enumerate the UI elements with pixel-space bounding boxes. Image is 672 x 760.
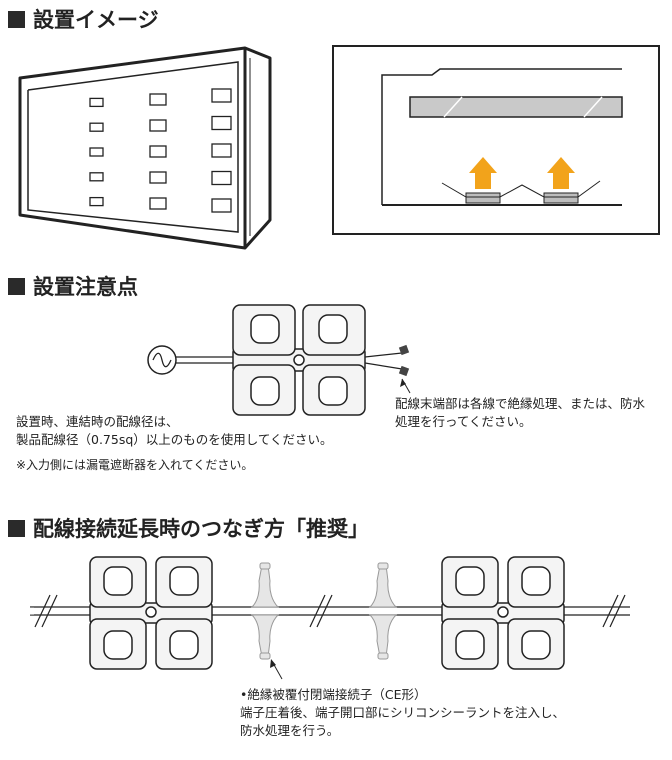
breaker-note: ※入力側には漏電遮断器を入れてください。 [16,458,254,472]
wire-end-note: 配線末端部は各線で絶縁処理、または、防水 処理を行ってください。 [395,395,645,431]
led-module-mark [211,88,232,103]
led-module-mark [211,143,232,158]
wiring-precaution-diagram [147,304,411,416]
led-module-mark [89,172,104,182]
led-module-mark [211,115,232,131]
wiring-gauge-note: 設置時、連結時の配線径は、 製品配線径（0.75sq）以上のものを使用してくださ… [16,413,333,449]
extension-wiring-diagram [30,556,630,680]
square-bullet-icon [8,10,25,28]
cross-section-illustration [332,45,660,235]
led-module-mark [149,93,167,106]
led-module-mark [149,119,167,132]
section-heading-install-image: 設置イメージ [8,4,159,34]
note-line: 配線末端部は各線で絶縁処理、または、防水 [395,396,646,411]
sign-box-illustration [18,46,272,250]
square-bullet-icon [8,277,25,295]
section-heading-precautions: 設置注意点 [8,271,138,301]
led-module-mark [211,170,232,186]
led-module-left [465,192,501,204]
led-module-mark [149,197,167,210]
led-module [89,556,213,670]
note-line: •絶縁被覆付閉端接続子（CE形） [240,687,427,702]
section-heading-extension: 配線接続延長時のつなぎ方「推奨」 [8,513,369,543]
closed-end-connector-icon [368,562,398,660]
led-module-mark [89,97,104,108]
note-line: 処理を行ってください。 [395,414,532,429]
note-line: 端子圧着後、端子開口部にシリコンシーラントを注入し、 [240,705,566,720]
note-line: 設置時、連結時の配線径は、 [16,414,179,429]
led-module [441,556,565,670]
led-module-mark [89,122,104,132]
note-line: 製品配線径（0.75sq）以上のものを使用してください。 [16,432,333,447]
led-module [232,304,366,416]
led-module-mark [149,145,167,158]
led-module-mark [89,147,104,157]
note-line: 防水処理を行う。 [240,723,340,738]
square-bullet-icon [8,519,25,537]
light-up-arrow-icon [547,157,575,189]
led-module-grid [89,88,232,213]
section-title: 設置イメージ [33,8,159,32]
section-title: 設置注意点 [33,275,138,299]
acrylic-panel [409,96,623,118]
light-up-arrow-icon [469,157,497,189]
led-module-mark [89,196,104,207]
connector-note: •絶縁被覆付閉端接続子（CE形） 端子圧着後、端子開口部にシリコンシーラントを注… [240,686,565,740]
closed-end-connector-icon [250,562,280,660]
led-module-mark [149,171,167,184]
section-title: 配線接続延長時のつなぎ方「推奨」 [33,517,369,541]
led-module-mark [211,198,232,213]
led-module-right [543,192,579,204]
